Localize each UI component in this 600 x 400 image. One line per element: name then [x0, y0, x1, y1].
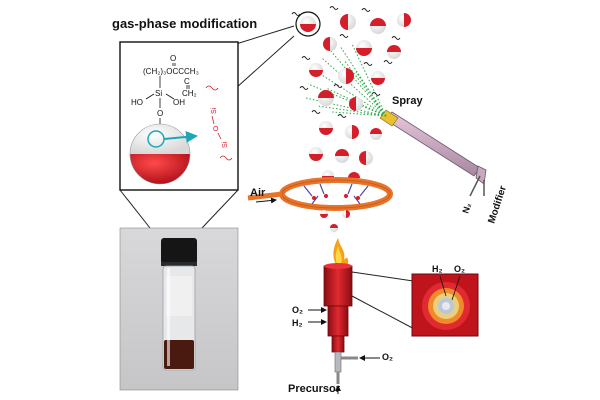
chem-o-bridge: O [157, 109, 163, 118]
particle [356, 40, 372, 56]
chem-ho: HO [131, 98, 143, 107]
small-particles [320, 210, 350, 232]
label-n2: N₂ [460, 202, 473, 215]
particle [359, 151, 373, 165]
vial-photo [119, 227, 239, 391]
particle [320, 210, 328, 218]
particle [323, 37, 337, 51]
particle [342, 210, 350, 218]
vial-cap [161, 238, 197, 264]
label-h2-left: H₂ [292, 318, 303, 328]
air-ring [247, 177, 393, 211]
torch [323, 263, 358, 384]
particle [319, 121, 333, 135]
particle [330, 224, 338, 232]
label-h2-inset: H₂ [432, 264, 443, 274]
chem-red-si2: Si [222, 141, 229, 148]
label-o2-bottom: O₂ [382, 352, 393, 362]
chem-red-si1: Si [211, 107, 218, 114]
particle [370, 18, 386, 34]
particle [300, 16, 316, 32]
torch-zoom-line-top [351, 271, 421, 283]
ligand-squiggles [291, 6, 401, 118]
particle [309, 63, 323, 77]
zoom-circle [295, 11, 321, 37]
particle [345, 125, 359, 139]
spray-cone [305, 43, 387, 117]
chem-red-o: O [213, 126, 219, 133]
particle [335, 149, 349, 163]
diagram-title: gas-phase modification [112, 16, 257, 31]
particle [371, 71, 385, 85]
siloxane-red: Si O Si [205, 85, 233, 161]
air-arrow [255, 197, 277, 204]
nanoparticle-zoom [129, 123, 198, 185]
chem-si-top: Si [155, 89, 162, 98]
teal-arrow [163, 130, 198, 143]
particle [397, 13, 411, 27]
label-modifier: Modifier [486, 184, 509, 224]
chem-oh: OH [173, 98, 185, 107]
vial-liquid [164, 340, 194, 369]
chem-o-top: O [170, 54, 176, 63]
photo-line-left [119, 189, 151, 229]
chem-c-mid: C [184, 77, 190, 86]
photo-line-right [201, 189, 239, 229]
label-o2-left: O₂ [292, 305, 303, 315]
particle [370, 128, 382, 140]
torch-zoom-line-bottom [351, 295, 421, 333]
chem-formula-top: (CH₂)₃OCCCH₃ [143, 67, 199, 76]
label-air: Air [250, 187, 266, 199]
particle [309, 147, 323, 161]
particle [340, 14, 356, 30]
particle [349, 97, 363, 111]
particle [318, 90, 334, 106]
label-o2-inset: O₂ [454, 264, 465, 274]
zoom-line-bottom [235, 35, 295, 89]
silane-structure: O (CH₂)₃OCCCH₃ C CH₂ Si HO OH O Si O [131, 54, 199, 146]
zoom-line-top [235, 25, 295, 45]
spray-nozzle [379, 109, 487, 197]
torch-inset [411, 273, 479, 337]
label-spray: Spray [392, 95, 423, 107]
flame [333, 238, 349, 268]
label-precursor: Precursor [288, 383, 341, 395]
particle [387, 45, 401, 59]
particle [338, 68, 354, 84]
chem-ch2: CH₂ [182, 89, 197, 98]
